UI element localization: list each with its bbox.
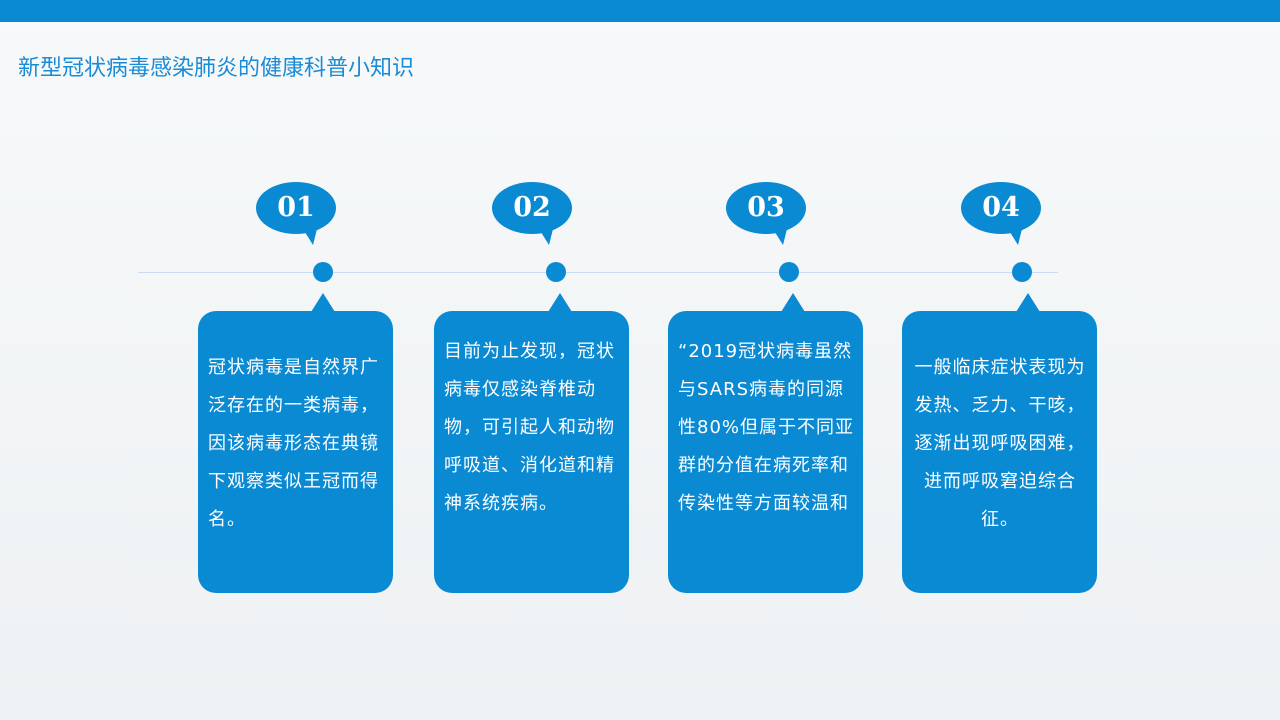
info-card: 冠状病毒是自然界广泛存在的一类病毒，因该病毒形态在典镜下观察类似王冠而得名。 bbox=[198, 293, 393, 593]
bubble-tail bbox=[303, 229, 317, 245]
card-text: “2019冠状病毒虽然与SARS病毒的同源性80%但属于不同亚群的分值在病死率和… bbox=[678, 341, 855, 514]
timeline-dot bbox=[546, 262, 566, 282]
card-pointer bbox=[1016, 293, 1040, 312]
slide-title: 新型冠状病毒感染肺炎的健康科普小知识 bbox=[18, 56, 415, 81]
number-bubble: 02 bbox=[492, 182, 572, 234]
bubble-tail bbox=[1008, 229, 1022, 245]
top-accent-bar bbox=[0, 0, 1280, 22]
card-pointer bbox=[548, 293, 572, 312]
timeline-dot bbox=[313, 262, 333, 282]
step-number: 01 bbox=[277, 192, 315, 223]
card-text: 目前为止发现，冠状病毒仅感染脊椎动物，可引起人和动物呼吸道、消化道和精神系统疾病… bbox=[444, 341, 615, 514]
timeline-dot bbox=[779, 262, 799, 282]
timeline-line bbox=[138, 272, 1058, 273]
info-card: 目前为止发现，冠状病毒仅感染脊椎动物，可引起人和动物呼吸道、消化道和精神系统疾病… bbox=[434, 293, 629, 593]
step-number: 02 bbox=[513, 192, 551, 223]
timeline-dot bbox=[1012, 262, 1032, 282]
card-pointer bbox=[781, 293, 805, 312]
card-pointer bbox=[311, 293, 335, 312]
number-bubble: 03 bbox=[726, 182, 806, 234]
info-card: “2019冠状病毒虽然与SARS病毒的同源性80%但属于不同亚群的分值在病死率和… bbox=[668, 293, 863, 593]
bubble-tail bbox=[539, 229, 553, 245]
info-card: 一般临床症状表现为发热、乏力、干咳，逐渐出现呼吸困难，进而呼吸窘迫综合征。 bbox=[902, 293, 1097, 593]
bubble-tail bbox=[773, 229, 787, 245]
number-bubble: 04 bbox=[961, 182, 1041, 234]
number-bubble: 01 bbox=[256, 182, 336, 234]
card-text: 冠状病毒是自然界广泛存在的一类病毒，因该病毒形态在典镜下观察类似王冠而得名。 bbox=[208, 357, 379, 530]
step-number: 04 bbox=[982, 192, 1020, 223]
card-text: 一般临床症状表现为发热、乏力、干咳，逐渐出现呼吸困难，进而呼吸窘迫综合征。 bbox=[914, 357, 1086, 530]
step-number: 03 bbox=[747, 192, 785, 223]
